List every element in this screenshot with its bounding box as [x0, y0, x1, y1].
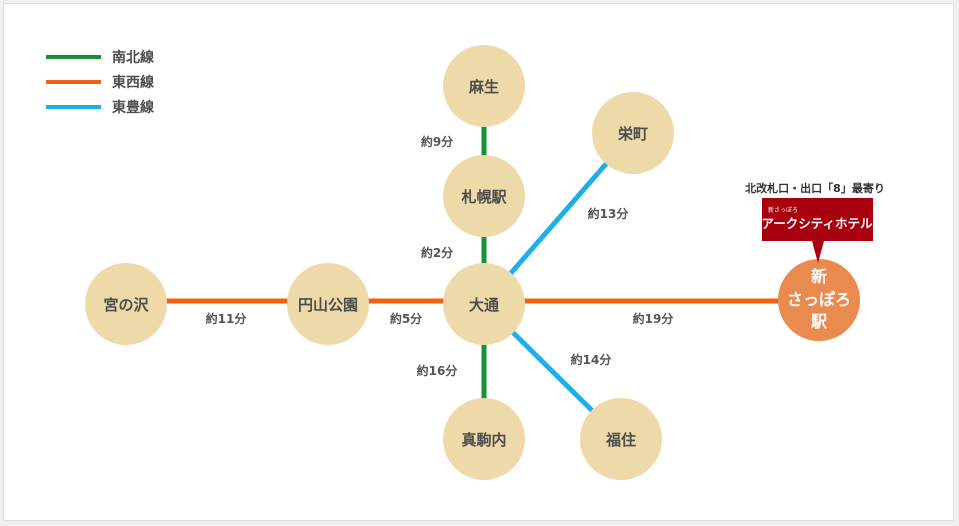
station-shin-sapporo[interactable] — [778, 259, 860, 341]
station-sapporo[interactable] — [443, 155, 525, 237]
hotel-sign-name: アークシティホテル — [761, 216, 873, 231]
subway-route-diagram: 南北線 東西線 東豊線 麻生 札幌駅 栄町 宮の沢 円山公園 — [46, 45, 885, 480]
station-label-sakaemachi: 栄町 — [617, 125, 648, 143]
hotel-sign[interactable] — [762, 198, 873, 241]
time-label-asabu: 約9分 — [421, 134, 453, 149]
station-label-odori: 大通 — [469, 296, 499, 314]
legend-label-toho: 東豊線 — [112, 99, 154, 116]
station-sakaemachi[interactable] — [592, 92, 674, 174]
hotel-sign-pointer — [812, 241, 824, 263]
station-label-shin-sapporo-3: 駅 — [810, 312, 828, 331]
station-label-miyanosawa: 宮の沢 — [103, 296, 149, 314]
hotel-callout: 北改札口・出口「8」最寄り 新さっぽろ アークシティホテル — [745, 181, 885, 263]
stations: 麻生 札幌駅 栄町 宮の沢 円山公園 大通 真駒内 福住 新 さっぽろ 駅 — [85, 45, 860, 480]
legend-label-namboku: 南北線 — [112, 49, 154, 66]
time-label-miyanosawa: 約11分 — [206, 311, 247, 326]
station-fukuzumi[interactable] — [580, 398, 662, 480]
time-label-makomanai: 約16分 — [417, 363, 458, 378]
legend-label-tozai: 東西線 — [112, 74, 154, 91]
time-label-fukuzumi: 約14分 — [571, 352, 612, 367]
station-makomanai[interactable] — [443, 398, 525, 480]
travel-times: 約9分 約2分 約13分 約11分 約5分 約19分 約16分 約14分 — [206, 134, 674, 378]
station-label-maruyama: 円山公園 — [298, 296, 358, 314]
legend: 南北線 東西線 東豊線 — [46, 49, 154, 116]
station-label-fukuzumi: 福住 — [605, 431, 636, 449]
time-label-sakaemachi: 約13分 — [588, 206, 629, 221]
station-asabu[interactable] — [443, 45, 525, 127]
station-label-shin-sapporo-2: さっぽろ — [787, 290, 851, 309]
station-label-asabu: 麻生 — [468, 78, 499, 96]
route-lines — [126, 86, 819, 441]
hotel-exit-note: 北改札口・出口「8」最寄り — [745, 181, 885, 195]
station-label-shin-sapporo-1: 新 — [811, 267, 827, 286]
time-label-maruyama: 約5分 — [390, 311, 422, 326]
station-miyanosawa[interactable] — [85, 263, 167, 345]
time-label-shin-sapporo: 約19分 — [633, 311, 674, 326]
route-map-frame: 南北線 東西線 東豊線 麻生 札幌駅 栄町 宮の沢 円山公園 — [3, 3, 954, 521]
station-maruyama[interactable] — [287, 263, 369, 345]
station-odori[interactable] — [443, 263, 525, 345]
hotel-sign-small-text: 新さっぽろ — [768, 206, 798, 214]
station-label-makomanai: 真駒内 — [461, 431, 506, 449]
time-label-sapporo: 約2分 — [421, 245, 453, 260]
station-label-sapporo: 札幌駅 — [460, 188, 507, 206]
